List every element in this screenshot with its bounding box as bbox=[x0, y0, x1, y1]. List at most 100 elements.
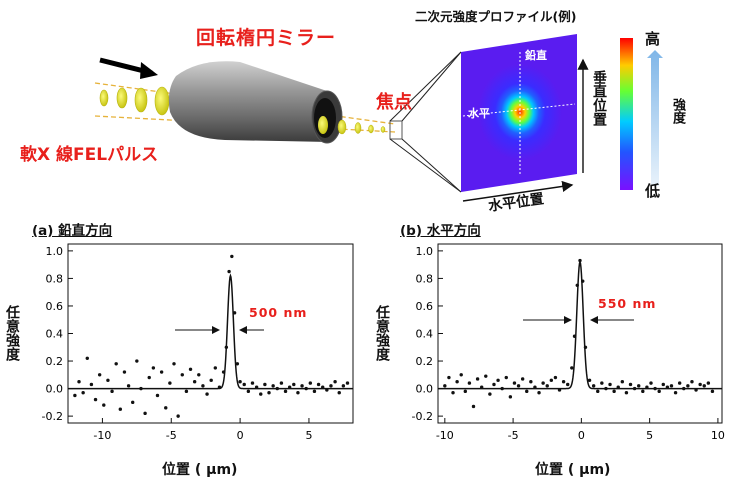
data-point bbox=[197, 373, 201, 377]
projection-line-top bbox=[401, 51, 462, 122]
data-point bbox=[583, 345, 588, 349]
data-point bbox=[612, 389, 616, 394]
data-point bbox=[484, 374, 488, 378]
data-point bbox=[227, 269, 231, 274]
data-point bbox=[131, 400, 135, 405]
data-point bbox=[172, 362, 176, 366]
data-point bbox=[230, 254, 234, 259]
data-point bbox=[312, 389, 317, 394]
data-point bbox=[710, 389, 715, 394]
outgoing-pulses bbox=[337, 119, 386, 135]
data-point bbox=[682, 386, 686, 391]
data-point bbox=[325, 388, 329, 392]
data-point bbox=[488, 392, 492, 396]
data-point bbox=[545, 384, 549, 388]
data-point bbox=[561, 379, 566, 384]
data-point bbox=[308, 381, 313, 385]
x-tick-label: 0 bbox=[237, 429, 244, 442]
data-point bbox=[508, 395, 513, 399]
data-point bbox=[201, 384, 205, 388]
data-point bbox=[549, 378, 554, 383]
intensity-arrow bbox=[647, 50, 663, 186]
data-point bbox=[557, 388, 562, 392]
x-tick-label: -10 bbox=[436, 429, 454, 442]
data-point bbox=[250, 381, 255, 385]
data-point bbox=[118, 407, 123, 411]
focus-label: 焦点 bbox=[376, 92, 412, 113]
projection-line-top2 bbox=[389, 51, 462, 122]
data-point bbox=[475, 377, 480, 381]
y-tick-label: 0.0 bbox=[416, 383, 434, 396]
data-point bbox=[578, 258, 582, 263]
data-point bbox=[492, 382, 496, 387]
data-point bbox=[661, 382, 665, 387]
data-point bbox=[168, 381, 172, 385]
data-point bbox=[122, 370, 127, 374]
y-tick-label: 0.8 bbox=[46, 272, 64, 285]
data-point bbox=[217, 385, 222, 389]
y-tick-label: 0.4 bbox=[46, 328, 64, 341]
data-point bbox=[159, 370, 164, 374]
data-point bbox=[496, 378, 500, 383]
vertical-axis-label: 垂直位置 bbox=[591, 70, 607, 126]
fit-curve bbox=[68, 273, 353, 390]
data-point bbox=[669, 384, 674, 388]
data-point bbox=[512, 381, 517, 385]
y-tick-label: 0.0 bbox=[46, 383, 64, 396]
data-point bbox=[698, 382, 702, 387]
y-tick-label: 0.8 bbox=[416, 272, 434, 285]
chart-a-xlabel: 位置 ( μm) bbox=[162, 462, 238, 478]
color-scale-bar bbox=[620, 38, 633, 190]
data-point bbox=[690, 379, 694, 384]
data-point bbox=[184, 389, 189, 394]
data-point bbox=[292, 382, 296, 387]
chart-a-title: (a) 鉛直方向 bbox=[32, 223, 113, 239]
data-point bbox=[653, 386, 657, 391]
data-point bbox=[188, 367, 193, 371]
data-point bbox=[135, 359, 139, 363]
data-point bbox=[628, 382, 633, 387]
data-point bbox=[77, 379, 81, 384]
y-tick-label: 1.0 bbox=[46, 245, 64, 258]
data-point bbox=[85, 356, 89, 360]
y-tick-label: 0.6 bbox=[46, 300, 64, 313]
data-point bbox=[321, 385, 325, 389]
data-point bbox=[566, 382, 570, 387]
scale-low-label: 低 bbox=[645, 182, 661, 200]
data-point bbox=[451, 391, 455, 395]
data-point bbox=[254, 385, 259, 389]
data-point bbox=[620, 379, 625, 384]
x-tick-label: 5 bbox=[305, 429, 312, 442]
y-tick-label: -0.2 bbox=[42, 410, 63, 423]
data-point bbox=[608, 382, 612, 387]
data-point bbox=[541, 381, 545, 385]
data-point bbox=[316, 382, 321, 387]
plot-frame bbox=[437, 243, 723, 424]
data-point bbox=[97, 373, 102, 377]
data-point bbox=[213, 366, 218, 370]
pulse-label: 軟X 線FELパルス bbox=[20, 145, 159, 165]
chart-b-annotation: 550 nm bbox=[598, 296, 657, 311]
focus-box bbox=[389, 120, 403, 140]
data-point bbox=[553, 375, 558, 380]
data-point bbox=[209, 378, 213, 383]
profile-title: 二次元強度プロファイル(例) bbox=[415, 9, 577, 24]
data-point bbox=[467, 381, 472, 385]
data-point bbox=[221, 370, 226, 374]
x-tick-label: -5 bbox=[166, 429, 177, 442]
data-point bbox=[572, 334, 577, 338]
data-point bbox=[694, 388, 698, 392]
y-tick-label: 0.2 bbox=[46, 355, 64, 368]
x-tick-label: -10 bbox=[93, 429, 111, 442]
data-point bbox=[463, 389, 468, 394]
data-point bbox=[471, 404, 476, 409]
data-point bbox=[147, 375, 151, 380]
chart-b-title: (b) 水平方向 bbox=[400, 223, 481, 239]
data-point bbox=[283, 389, 288, 394]
data-point bbox=[657, 389, 661, 394]
data-point bbox=[624, 391, 629, 395]
data-point bbox=[632, 386, 637, 391]
scale-high-label: 高 bbox=[645, 30, 661, 48]
y-tick-label: 0.4 bbox=[416, 328, 434, 341]
